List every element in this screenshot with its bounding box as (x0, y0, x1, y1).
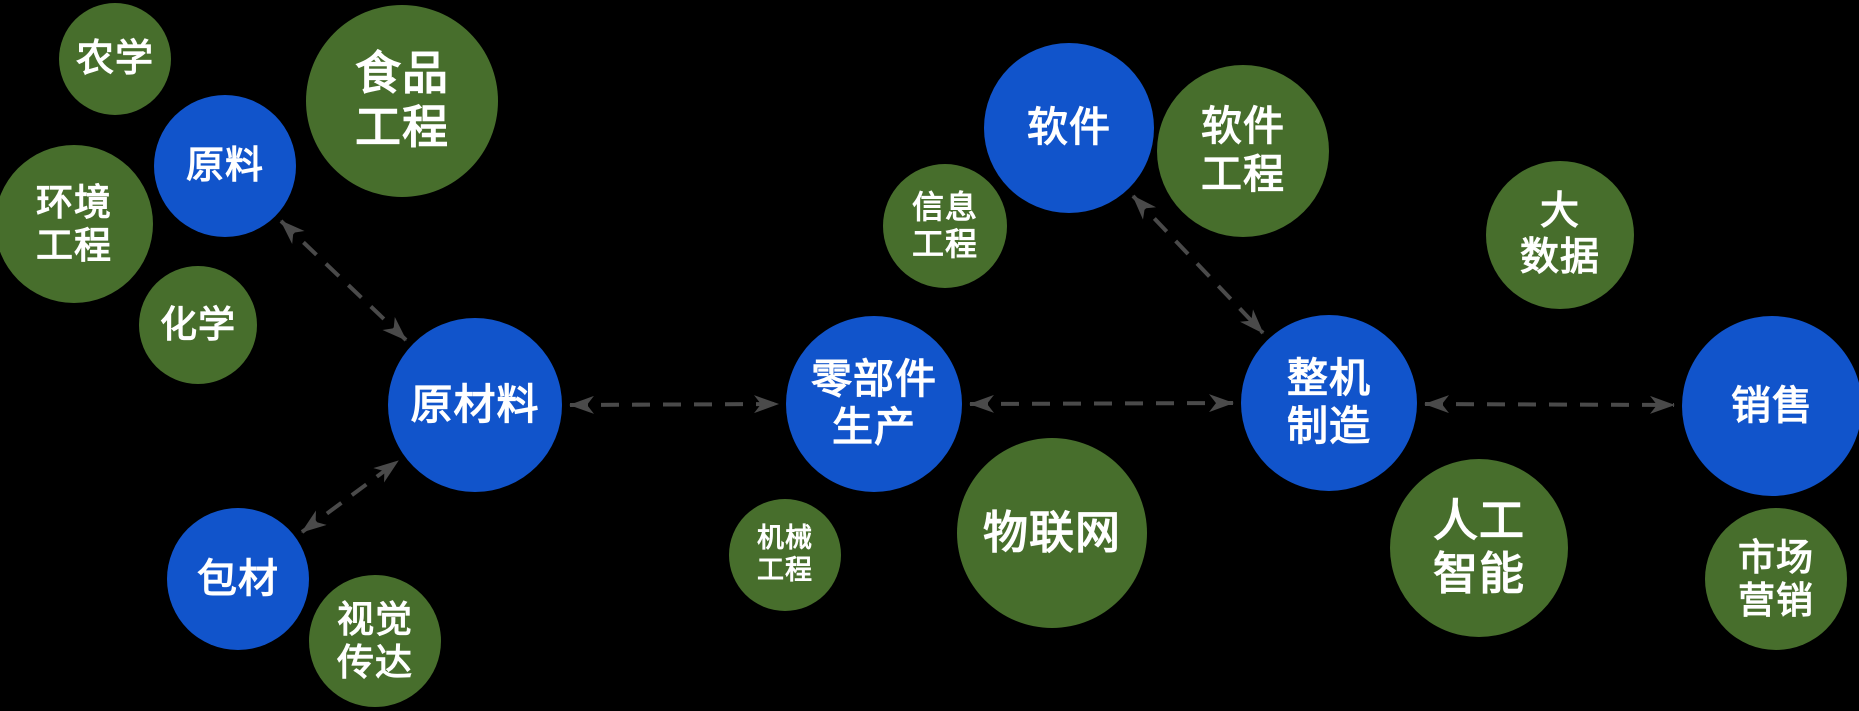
node-label-line: 零部件 (811, 356, 937, 403)
node-label-line: 信息 (911, 188, 978, 225)
node-ruanjian: 软件 (984, 43, 1154, 213)
node-label-line: 营销 (1738, 580, 1814, 621)
node-label-line: 视觉 (337, 598, 413, 640)
node-label-line: 工程 (757, 555, 813, 585)
node-label-line: 数据 (1519, 236, 1600, 279)
node-rengong-zhineng: 人工智能 (1390, 459, 1568, 637)
node-label-line: 机械 (757, 523, 813, 554)
node-shichang-yingxiao: 市场营销 (1705, 508, 1847, 650)
node-label-line: 生产 (832, 404, 916, 450)
node-label-line: 销售 (1731, 383, 1813, 428)
node-label-line: 工程 (1201, 151, 1285, 197)
node-yuanliao: 原料 (154, 95, 296, 237)
node-shijue-chuanda: 视觉传达 (309, 575, 441, 707)
node-zhengji-zhizao: 整机制造 (1241, 315, 1417, 491)
node-label-line: 大 (1539, 190, 1580, 234)
node-baocai: 包材 (167, 508, 309, 650)
node-shipin-gongcheng: 食品工程 (306, 5, 498, 197)
node-label-line: 农学 (75, 37, 154, 80)
flow-arrow-yuanliao-yuancailiao (279, 219, 408, 342)
node-lingbujian-shengchan: 零部件生产 (786, 316, 962, 492)
node-label-line: 智能 (1432, 548, 1525, 599)
node-label-line: 物联网 (982, 506, 1121, 558)
flow-arrow-baocai-yuancailiao (300, 459, 400, 534)
node-label-line: 包材 (197, 556, 279, 601)
flow-arrow-yuancailiao-lingbujian-shengchan (569, 395, 779, 414)
node-label-line: 传达 (337, 642, 413, 683)
node-label-line: 环境 (36, 181, 112, 223)
node-label-line: 制造 (1287, 403, 1371, 449)
flow-arrow-ruanjian-zhengji-zhizao (1131, 194, 1265, 335)
node-huanjing-gongcheng: 环境工程 (0, 145, 153, 303)
node-yuancailiao: 原材料 (388, 318, 562, 492)
node-label-line: 食品 (355, 47, 449, 100)
node-jixie-gongcheng: 机械工程 (729, 499, 841, 611)
node-xinxi-gongcheng: 信息工程 (883, 164, 1007, 288)
node-huaxue: 化学 (139, 266, 257, 384)
node-wulianwang: 物联网 (957, 438, 1147, 628)
flow-arrow-zhengji-zhizao-xiaoshou (1424, 395, 1675, 414)
node-nongxue: 农学 (59, 3, 171, 115)
node-dashuju: 大数据 (1486, 161, 1634, 309)
node-xiaoshou: 销售 (1682, 316, 1859, 496)
node-label-line: 工程 (355, 101, 449, 153)
node-label-line: 软件 (1027, 104, 1111, 151)
node-ruanjian-gongcheng: 软件工程 (1157, 65, 1329, 237)
node-label-line: 软件 (1201, 103, 1285, 150)
flow-arrow-lingbujian-shengchan-zhengji-zhizao (969, 394, 1234, 413)
node-label-line: 原料 (185, 144, 264, 187)
node-label-line: 原材料 (410, 381, 540, 429)
node-label-line: 整机 (1287, 355, 1371, 402)
node-label-line: 化学 (160, 304, 236, 346)
node-label-line: 工程 (36, 225, 112, 266)
node-label-line: 工程 (911, 226, 978, 262)
node-label-line: 市场 (1738, 536, 1814, 578)
node-label-line: 人工 (1432, 495, 1525, 547)
